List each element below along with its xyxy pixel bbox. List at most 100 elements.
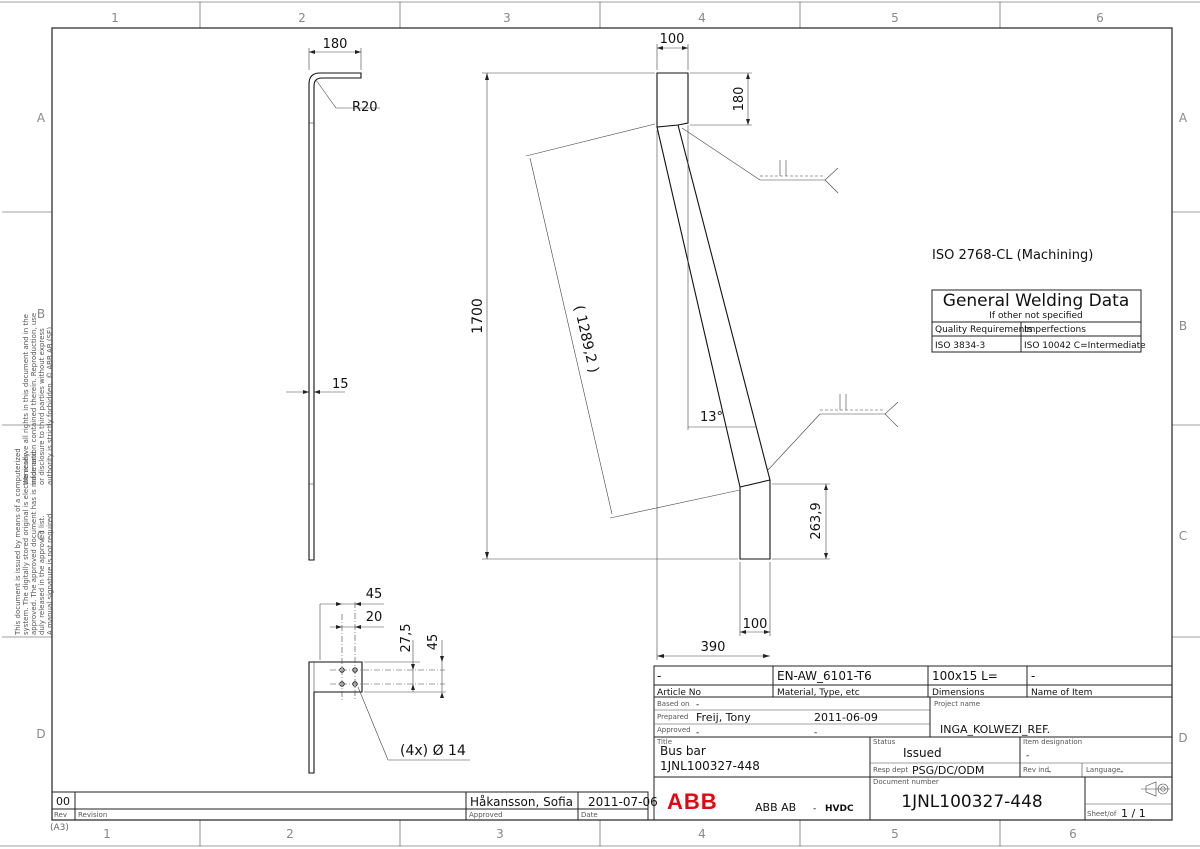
tb-project-label: Project name [934, 700, 980, 708]
tb-sheet-label: Sheet/of [1087, 810, 1117, 818]
tb-title-line2: 1JNL100327-448 [660, 759, 760, 773]
hole-3 [339, 681, 345, 687]
approval-notice: This document is issued by means of a co… [14, 448, 54, 636]
tb-language-label: Language [1086, 766, 1121, 774]
sheet-format: (A3) [50, 823, 69, 833]
main-dim-1700: 1700 [470, 298, 486, 334]
tb-sheet: 1 / 1 [1121, 807, 1146, 820]
rev-approved-label: Approved [469, 811, 503, 819]
zone-col-3-bottom: 3 [496, 827, 504, 841]
side-radius-r20: R20 [352, 100, 378, 115]
tb-item-designation: - [1026, 751, 1029, 761]
hole-2 [352, 667, 358, 673]
zone-col-2-bottom: 2 [286, 827, 294, 841]
tb-division: HVDC [825, 804, 854, 814]
machining-note: ISO 2768-CL (Machining) [932, 248, 1093, 263]
zone-row-c-left: C [37, 529, 45, 543]
tb-prepared-label: Prepared [657, 713, 688, 721]
tb-item-designation-label: Item designation [1023, 738, 1082, 746]
tb-item-name-label: Name of Item [1031, 688, 1092, 698]
tb-title-label: Title [656, 738, 672, 746]
copyright-line-1: We reserve all rights in this document a… [22, 314, 30, 485]
tb-title-line1: Bus bar [660, 744, 706, 758]
approval-line-5: A manual signature is not required. [46, 511, 54, 635]
tb-prepared-date: 2011-06-09 [814, 711, 878, 724]
zone-col-2-top: 2 [298, 11, 306, 25]
copyright-line-2: information contained therein. Reproduct… [30, 313, 38, 485]
zone-col-3-top: 3 [503, 11, 511, 25]
title-block: - EN-AW_6101-T6 100x15 L= - Article No M… [653, 665, 1173, 821]
detail-dim-20: 20 [366, 610, 383, 625]
main-dim-390: 390 [701, 640, 726, 655]
detail-view: 45 20 27,5 45 (4x) Ø 14 [308, 587, 470, 774]
rev-label: Rev [54, 811, 67, 819]
abb-logo: ABB [667, 789, 718, 814]
zone-row-d-left: D [36, 727, 45, 741]
tb-company: ABB AB [755, 801, 796, 814]
zone-col-5-top: 5 [891, 11, 899, 25]
tb-based-on-label: Based on [657, 700, 689, 708]
tb-approved-by: - [696, 728, 699, 738]
tb-doc-number-label: Document number [873, 778, 939, 786]
drawing-border [51, 27, 1173, 821]
tb-rev-ind: - [1048, 767, 1051, 777]
approval-line-1: This document is issued by means of a co… [14, 448, 22, 636]
tb-prepared-by: Freij, Tony [696, 711, 751, 724]
tb-resp-dept: PSG/DC/ODM [912, 764, 984, 777]
zone-col-6-bottom: 6 [1069, 827, 1077, 841]
abb-logo-text: ABB [667, 789, 718, 814]
tb-dimensions: 100x15 L= [932, 669, 998, 683]
tb-material-label: Material, Type, etc [777, 688, 860, 698]
tb-material: EN-AW_6101-T6 [777, 669, 872, 683]
approval-line-4: duly released in the approved list. [38, 515, 46, 635]
tb-language: - [1120, 767, 1123, 777]
main-view: 100 180 1700 ( 1289,2 ) 13° 263,9 1 [470, 32, 899, 660]
welding-col2-value: ISO 10042 C=Intermediate [1024, 341, 1146, 351]
zone-col-4-bottom: 4 [698, 827, 706, 841]
projection-symbol-icon [1141, 781, 1170, 797]
tb-status: Issued [903, 746, 942, 760]
main-dim-diagonal: ( 1289,2 ) [570, 304, 601, 375]
tb-status-label: Status [873, 738, 896, 746]
main-dim-263-9: 263,9 [809, 502, 824, 539]
zone-col-1-bottom: 1 [103, 827, 111, 841]
tb-doc-number: 1JNL100327-448 [901, 792, 1043, 812]
main-angle-13: 13° [700, 410, 723, 425]
tb-article-no: - [657, 669, 661, 683]
welding-subtitle: If other not specified [989, 311, 1082, 321]
side-dim-15: 15 [332, 377, 349, 392]
welding-col1-header: Quality Requirements [935, 325, 1033, 335]
welding-table: General Welding Data If other not specif… [931, 289, 1146, 353]
tb-dimensions-label: Dimensions [932, 688, 985, 698]
welding-title: General Welding Data [943, 291, 1129, 311]
rev-date: 2011-07-06 [588, 795, 658, 809]
copyright-line-4: authority is strictly forbidden. © ABB A… [46, 327, 54, 485]
tb-based-on: - [696, 700, 699, 710]
tb-project: INGA_KOLWEZI_REF. [940, 723, 1050, 736]
zone-col-4-top: 4 [698, 11, 706, 25]
main-dim-180: 180 [732, 87, 747, 112]
copyright-line-3: or disclosure to third parties without e… [38, 328, 46, 485]
main-dim-top-100: 100 [660, 32, 685, 47]
tb-resp-dept-label: Resp dept [873, 766, 908, 774]
zone-col-6-top: 6 [1096, 11, 1104, 25]
zone-col-1-top: 1 [111, 11, 119, 25]
welding-col1-value: ISO 3834-3 [935, 341, 985, 351]
welding-col2-header: Imperfections [1024, 325, 1086, 335]
zone-row-c-right: C [1179, 529, 1187, 543]
zone-row-d-right: D [1178, 731, 1187, 745]
hole-4 [352, 681, 358, 687]
tb-rev-ind-label: Rev ind [1023, 766, 1049, 774]
tb-approved-date: - [814, 728, 817, 738]
zone-row-a-right: A [1179, 111, 1188, 125]
tb-dash: - [813, 804, 816, 814]
detail-dim-45-v: 45 [426, 634, 441, 651]
tb-item-name: - [1031, 669, 1035, 683]
detail-hole-callout: (4x) Ø 14 [400, 743, 466, 759]
zone-row-b-left: B [37, 307, 45, 321]
tb-approved-label: Approved [657, 726, 691, 734]
rev-approved-by: Håkansson, Sofia [470, 795, 573, 809]
zone-row-a-left: A [37, 111, 46, 125]
